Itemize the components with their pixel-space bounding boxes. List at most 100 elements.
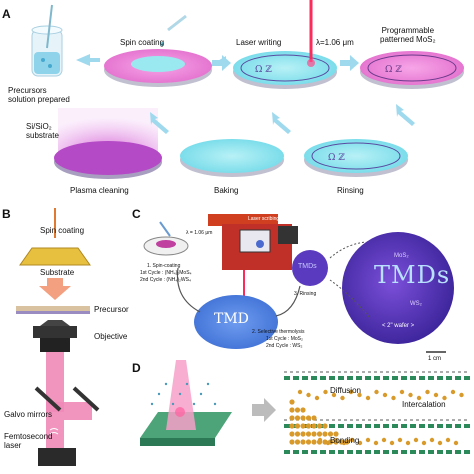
atom-dot bbox=[322, 423, 328, 429]
rinsed-tmd-disc bbox=[292, 250, 328, 286]
atom-dot bbox=[294, 415, 301, 421]
galvo-mirror-icon bbox=[34, 386, 62, 412]
atom-dot bbox=[289, 423, 295, 429]
b-objective-label: Objective bbox=[94, 332, 128, 341]
atom-dot bbox=[297, 389, 303, 395]
step1-label: 1. Spin-coating bbox=[147, 263, 181, 269]
panel-c-letter: C bbox=[132, 207, 141, 221]
atom-dot bbox=[405, 440, 411, 446]
b-spin-coating-label: Spin coating bbox=[40, 226, 85, 235]
b-galvo-label: Galvo mirrors bbox=[4, 410, 53, 419]
atom-dot bbox=[300, 407, 306, 413]
b-substrate-label: Substrate bbox=[40, 268, 75, 277]
atom-dot bbox=[349, 437, 355, 443]
atom-dot bbox=[421, 440, 427, 446]
atom-dot bbox=[433, 392, 439, 398]
mos2-label: MoS₂ bbox=[394, 253, 409, 259]
intercalation-label: Intercalation bbox=[402, 400, 446, 409]
panel-c-graphics bbox=[143, 214, 454, 353]
atom-dot bbox=[316, 431, 323, 437]
atom-dot bbox=[450, 389, 456, 395]
atom-dot bbox=[425, 389, 430, 395]
atom-dot bbox=[311, 431, 317, 437]
atom-dot bbox=[413, 437, 419, 443]
svg-text:Ω ℤ: Ω ℤ bbox=[255, 65, 272, 75]
rinsing-disc: Ω ℤ bbox=[304, 139, 408, 177]
wavelength-label: λ=1.06 μm bbox=[316, 38, 354, 47]
precursor-layer bbox=[16, 306, 90, 311]
atom-dot bbox=[316, 423, 323, 429]
atom-dot bbox=[445, 437, 451, 443]
spin-coating-disc bbox=[104, 14, 212, 87]
atom-dot bbox=[294, 431, 301, 437]
atom-dot bbox=[323, 389, 328, 395]
step3-label: 3. Rinsing bbox=[294, 291, 317, 297]
atom-dot bbox=[305, 423, 312, 429]
svg-text:Ω ℤ: Ω ℤ bbox=[328, 153, 345, 163]
panel-d-letter: D bbox=[132, 361, 141, 375]
step2-cycle1: 1st Cycle : MoS₂ bbox=[266, 336, 303, 342]
atom-dot bbox=[289, 439, 295, 445]
atom-dot bbox=[300, 423, 306, 429]
atom-dot bbox=[340, 395, 345, 401]
down-arrow-icon bbox=[39, 278, 71, 300]
atom-dot bbox=[341, 440, 347, 446]
laser-writing-label: Laser writing bbox=[236, 38, 282, 47]
atom-dot bbox=[300, 431, 306, 437]
atom-dot bbox=[333, 437, 339, 443]
atom-dot bbox=[213, 402, 217, 406]
atom-dot bbox=[365, 395, 371, 401]
atom-dot bbox=[357, 440, 363, 446]
laser-scribing-label: Laser scribing bbox=[248, 216, 280, 222]
atom-dot bbox=[397, 437, 403, 443]
atom-dot bbox=[365, 437, 371, 443]
left-lattice bbox=[140, 360, 232, 446]
atom-dot bbox=[322, 431, 328, 437]
plasma-cleaning-disc bbox=[54, 108, 162, 179]
atom-dot bbox=[171, 402, 175, 406]
atom-dot bbox=[374, 389, 379, 395]
precursor-bottle-icon bbox=[31, 4, 63, 77]
laser-writing-disc: Ω ℤ bbox=[233, 0, 337, 89]
atom-dot bbox=[289, 407, 295, 413]
b-laser-label: Femtosecond laser bbox=[4, 432, 53, 450]
atom-dot bbox=[206, 382, 210, 386]
scale-label: 1 cm bbox=[428, 356, 442, 362]
laser-scribing-machine bbox=[208, 214, 298, 270]
c-wavelength-label: λ = 1.06 μm bbox=[186, 230, 213, 236]
precursors-label: Precursors solution prepared bbox=[8, 86, 70, 104]
tmd-substrate-disc bbox=[194, 295, 278, 349]
atom-dot bbox=[442, 395, 447, 401]
atom-dot bbox=[357, 392, 362, 398]
programmable-label: Programmable patterned MoS₂ bbox=[380, 26, 436, 44]
atom-dot bbox=[305, 431, 312, 437]
wafer-2-inch bbox=[342, 232, 454, 344]
atom-dot bbox=[157, 392, 161, 396]
atom-dot bbox=[389, 440, 395, 446]
substrate-label: Si/SiO₂ substrate bbox=[26, 122, 59, 140]
atom-dot bbox=[305, 439, 312, 445]
panel-b-graphics bbox=[16, 208, 100, 466]
spin-coating-label: Spin coating bbox=[120, 38, 165, 47]
tmd-big-label: TMDs bbox=[374, 261, 451, 289]
atom-dot bbox=[178, 392, 182, 396]
atom-dot bbox=[382, 392, 388, 398]
atom-dot bbox=[185, 382, 189, 386]
tmd-disc-label: TMD bbox=[214, 311, 249, 327]
panel-b-letter: B bbox=[2, 207, 11, 221]
baking-label: Baking bbox=[214, 186, 239, 195]
b-precursor-label: Precursor bbox=[94, 305, 129, 314]
process-flow-arrows bbox=[76, 54, 415, 134]
atom-dot bbox=[333, 431, 339, 437]
atom-dot bbox=[429, 437, 435, 443]
atom-dot bbox=[311, 423, 317, 429]
step1-cycle2: 2nd Cycle : (NH₄)₂WS₄ bbox=[140, 277, 192, 283]
atom-dot bbox=[300, 439, 306, 445]
atom-dot bbox=[150, 402, 154, 406]
spin-coat-dish-icon bbox=[143, 221, 189, 256]
atom-dot bbox=[192, 402, 196, 406]
atom-dot bbox=[325, 440, 331, 446]
atom-dot bbox=[305, 415, 312, 421]
